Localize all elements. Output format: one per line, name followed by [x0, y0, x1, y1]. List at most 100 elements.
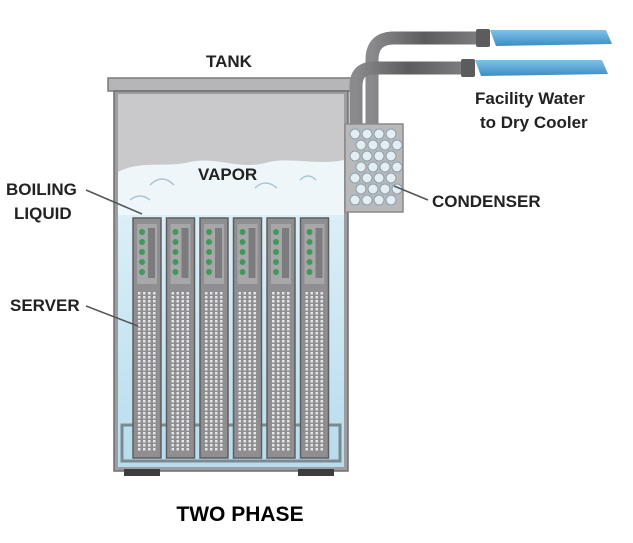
condenser-coil [373, 128, 385, 140]
server-vent [253, 380, 256, 383]
server-vent [210, 428, 213, 431]
server-vent [171, 420, 174, 423]
server-vent [310, 448, 313, 451]
server-vent [153, 412, 156, 415]
server-vent [320, 436, 323, 439]
server-vent [253, 340, 256, 343]
server-blade [299, 217, 330, 459]
vapor-swirl [129, 175, 317, 201]
server-vent [272, 396, 275, 399]
server-vent [243, 380, 246, 383]
server-vent [282, 380, 285, 383]
server-vent [210, 332, 213, 335]
server-vent [248, 408, 251, 411]
server-vent [143, 440, 146, 443]
server-vent [176, 360, 179, 363]
server-vent [287, 376, 290, 379]
server-vent [305, 408, 308, 411]
server-vent [272, 420, 275, 423]
server-vent [320, 372, 323, 375]
condenser-coil [355, 161, 367, 173]
server-vent [310, 308, 313, 311]
server-vent [171, 316, 174, 319]
server-vent [176, 420, 179, 423]
server-vent [310, 436, 313, 439]
server-led [239, 269, 246, 275]
server-vent [287, 300, 290, 303]
server-vent [272, 328, 275, 331]
server-vent [215, 328, 218, 331]
server-vent [320, 408, 323, 411]
server-vent [238, 300, 241, 303]
server-vent [215, 404, 218, 407]
server-vent [215, 440, 218, 443]
server-vent [320, 416, 323, 419]
server-vent [320, 316, 323, 319]
server-vent [153, 416, 156, 419]
server-vent [305, 308, 308, 311]
server-led [239, 239, 246, 245]
server-vent [153, 356, 156, 359]
server-vent [282, 396, 285, 399]
server-vent [238, 396, 241, 399]
server-vent [315, 428, 318, 431]
server-vent [305, 324, 308, 327]
server-vent [181, 348, 184, 351]
server-vent [215, 340, 218, 343]
server-vent [248, 308, 251, 311]
server-vent [186, 420, 189, 423]
server-vent [153, 344, 156, 347]
server-vent [186, 440, 189, 443]
server-vent [282, 432, 285, 435]
server-vent [176, 292, 179, 295]
server-vent [186, 340, 189, 343]
server-vent [305, 428, 308, 431]
server-vent [282, 304, 285, 307]
server-vent [215, 372, 218, 375]
server-vent [243, 296, 246, 299]
server-vent [143, 444, 146, 447]
server-vent [315, 400, 318, 403]
server-vent [243, 388, 246, 391]
boiling-leader [85, 189, 143, 215]
server-vent [253, 424, 256, 427]
server-vent [138, 412, 141, 415]
server-vent [143, 388, 146, 391]
server-vent [238, 428, 241, 431]
server-vent [186, 368, 189, 371]
server-vent [176, 296, 179, 299]
server-vent [181, 384, 184, 387]
server-vent [310, 440, 313, 443]
server-vent [171, 412, 174, 415]
server-vent [171, 380, 174, 383]
server-vent [315, 404, 318, 407]
server-vent [238, 432, 241, 435]
server-vent [171, 332, 174, 335]
server-vent [243, 392, 246, 395]
server-vent [176, 380, 179, 383]
condenser-coil [367, 139, 379, 151]
server-vent [176, 352, 179, 355]
server-vent [143, 360, 146, 363]
server-vent [205, 376, 208, 379]
server-vent [153, 316, 156, 319]
server-vent [138, 296, 141, 299]
server-vent [210, 352, 213, 355]
server-vent [248, 324, 251, 327]
server-vent [253, 316, 256, 319]
server-vent [186, 320, 189, 323]
server-vent [186, 416, 189, 419]
server-vent [143, 420, 146, 423]
server-vent [176, 372, 179, 375]
server-vent [315, 440, 318, 443]
server-vent [138, 416, 141, 419]
server-vent [315, 396, 318, 399]
server-vent [220, 312, 223, 315]
server-vent [176, 356, 179, 359]
server-vent [171, 428, 174, 431]
server-vent [186, 408, 189, 411]
server-vent [310, 372, 313, 375]
server-vent [153, 396, 156, 399]
server-vent [287, 432, 290, 435]
server-led [206, 239, 212, 245]
